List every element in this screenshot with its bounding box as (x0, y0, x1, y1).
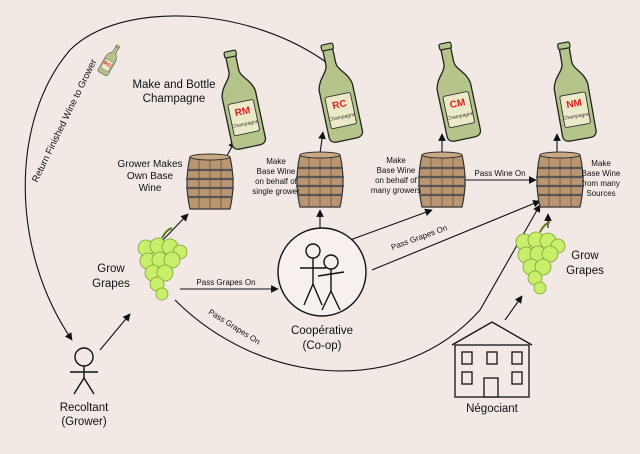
pass-grapes-negociant-label: Pass Grapes On (207, 307, 262, 346)
small-bottle-icon: RC (97, 42, 124, 77)
bottle-cm: CM Champagne (427, 38, 483, 144)
negociant-label: Négociant (466, 403, 519, 415)
grow-grapes-left-line2: Grapes (92, 278, 130, 290)
bottle-nm-code: NM (566, 98, 583, 112)
base-many-label-line2: Base Wine (377, 166, 416, 175)
pass-grapes-cm-label: Pass Grapes On (390, 223, 449, 252)
cooperative-label-line2: (Co-op) (303, 340, 342, 352)
bottle-nm: NM Champagne (545, 39, 598, 143)
cooperative-icon (277, 227, 367, 317)
base-single-label-line3: on behalf of (255, 177, 298, 186)
grow-grapes-right-line2: Grapes (566, 265, 604, 277)
arrow-coop-to-barrel-cm (349, 208, 433, 241)
base-sources-label-line1: Make (591, 159, 611, 168)
base-sources-label-line2: Base Wine (582, 169, 621, 178)
base-single-label-line1: Make (266, 157, 286, 166)
grow-grapes-left-line1: Grow (97, 263, 125, 275)
recoltant-label-line1: Recoltant (60, 402, 109, 414)
base-single-label-line4: single grower (252, 187, 300, 196)
barrel-negociant (534, 150, 586, 209)
arrow-coop-to-barrel-nm (371, 200, 541, 271)
recoltant-label-line2: (Grower) (61, 416, 107, 428)
base-single-label-line2: Base Wine (257, 167, 296, 176)
grower-makes-label-line2: Own Base (127, 171, 174, 182)
connectors (24, 15, 561, 372)
bottle-cm-script: Champagne (446, 111, 474, 123)
bottle-rm: RM Champagne (212, 46, 268, 152)
arrow-negociant-to-grapes (504, 295, 523, 321)
barrel-coop-cm (416, 150, 468, 209)
arrow-return-wine (24, 15, 331, 341)
make-bottle-label-line1: Make and Bottle (132, 79, 215, 91)
bottle-nm-script: Champagne (562, 111, 590, 122)
cooperative-label-line1: Coopérative (291, 325, 353, 337)
bottle-rm-code: RM (234, 105, 252, 119)
arrow-grower-grapes-to-negociant-barrel (174, 204, 541, 372)
bottle-rc-script: Champagne (328, 112, 356, 124)
base-many-label-line1: Make (386, 156, 406, 165)
grower-makes-label-line1: Grower Makes (117, 159, 182, 170)
pass-wine-on-label: Pass Wine On (474, 169, 525, 178)
bottle-rc-code: RC (331, 98, 347, 112)
bottle-cm-code: CM (449, 97, 467, 111)
return-wine-label: Return Finished Wine to Grower (30, 58, 99, 185)
arrow-grapes-to-barrel-left (159, 213, 189, 244)
grower-figure-icon (70, 347, 98, 395)
base-sources-label-line4: Sources (586, 189, 615, 198)
barrel-coop-rc (294, 150, 346, 209)
bottle-rm-script: Champagne (231, 119, 259, 131)
make-bottle-label-line2: Champagne (143, 93, 206, 105)
barrel-grower (184, 152, 236, 211)
bottle-rc: RC Champagne (309, 39, 365, 145)
arrow-grower-to-grapes (99, 313, 131, 351)
base-many-label-line3: on behalf of (375, 176, 418, 185)
pass-grapes-coop-label: Pass Grapes On (196, 278, 255, 287)
base-sources-label-line3: from many (582, 179, 620, 188)
negociant-house-icon (451, 321, 533, 398)
base-many-label-line4: many growers (371, 186, 421, 195)
grower-makes-label-line3: Wine (139, 183, 162, 194)
grow-grapes-right-line1: Grow (571, 250, 599, 262)
grapes-grower (137, 227, 188, 301)
grapes-negociant (515, 221, 566, 295)
svg-text:RC: RC (102, 60, 112, 69)
arrow-barrel-to-rc (318, 131, 326, 154)
